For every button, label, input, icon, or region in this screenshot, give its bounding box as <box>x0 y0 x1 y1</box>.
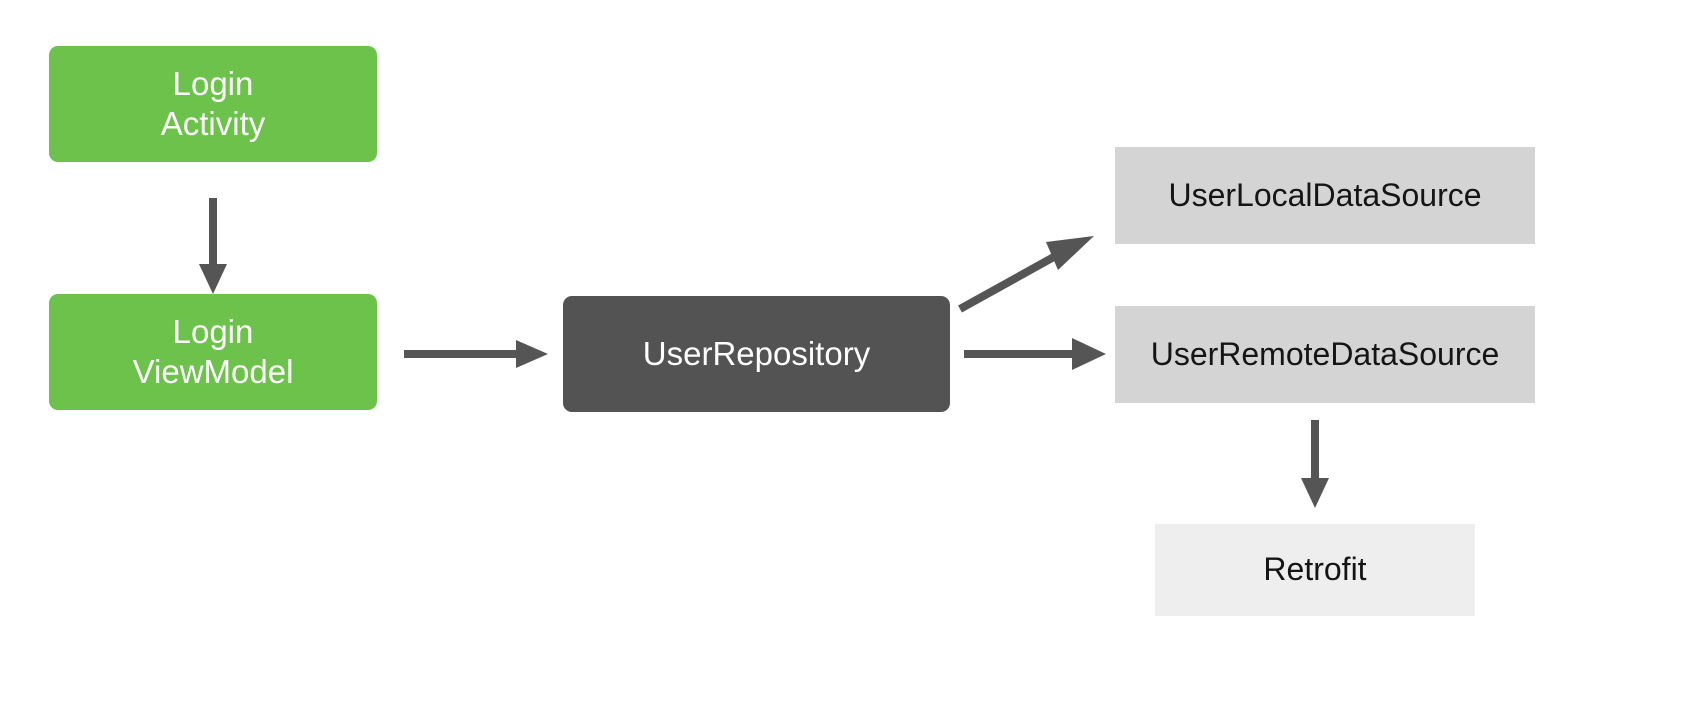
edge-activity-to-viewmodel <box>199 198 227 294</box>
node-user-local-data-source[interactable]: UserLocalDataSource <box>1115 147 1535 244</box>
node-user-repository[interactable]: UserRepository <box>563 296 950 412</box>
edge-repository-to-remote <box>964 338 1106 370</box>
edge-viewmodel-to-repository <box>404 340 548 368</box>
node-user-remote-data-source-label: UserRemoteDataSource <box>1150 335 1500 372</box>
node-login-activity[interactable]: Login Activity <box>49 46 377 162</box>
edge-remote-to-retrofit <box>1301 420 1329 508</box>
node-retrofit-label: Retrofit <box>1263 551 1367 588</box>
node-login-viewmodel[interactable]: Login ViewModel <box>49 294 377 410</box>
node-user-repository-label: UserRepository <box>642 334 871 372</box>
node-user-remote-data-source[interactable]: UserRemoteDataSource <box>1115 306 1535 403</box>
node-user-local-data-source-label: UserLocalDataSource <box>1168 176 1482 213</box>
node-retrofit[interactable]: Retrofit <box>1155 524 1475 616</box>
node-login-activity-label: Login Activity <box>160 64 266 142</box>
node-login-viewmodel-label: Login ViewModel <box>132 312 294 390</box>
edge-repository-to-local <box>958 236 1094 313</box>
